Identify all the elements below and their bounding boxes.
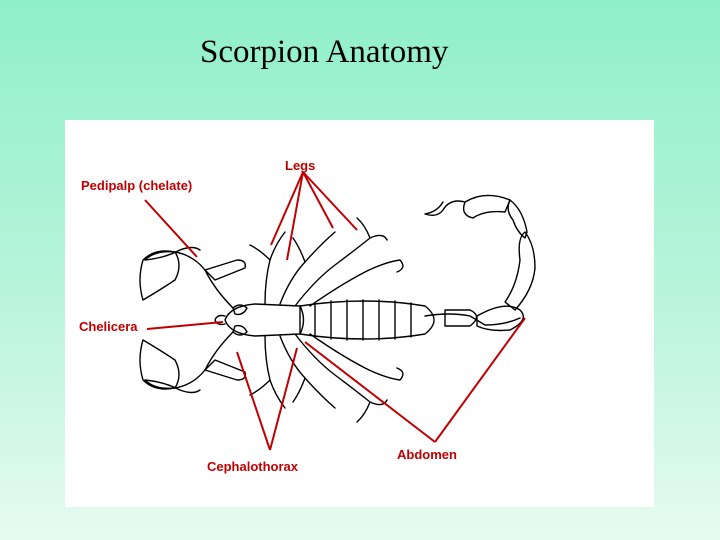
chelicera-shape	[214, 314, 226, 326]
legs-pointer-2	[286, 171, 304, 261]
pedipalp-upper	[144, 250, 234, 309]
cephalothorax-pointer-1	[236, 351, 271, 451]
label-pedipalp: Pedipalp (chelate)	[81, 178, 193, 193]
legs-pointer-3	[302, 171, 334, 229]
pedipalp-pointer	[144, 199, 198, 258]
abdomen-pointer-1	[304, 341, 436, 443]
leg-lower-1	[264, 335, 286, 409]
label-cephalothorax: Cephalothorax	[207, 459, 299, 474]
pedipalp-lower	[144, 331, 234, 390]
legs-pointer-4	[302, 171, 358, 231]
legs-pointer-1	[270, 171, 304, 246]
slide-title: Scorpion Anatomy	[200, 34, 449, 70]
chelicera-pointer	[146, 321, 224, 330]
cephalothorax-shape	[224, 303, 305, 337]
label-legs: Legs	[285, 158, 316, 173]
label-chelicera: Chelicera	[79, 319, 138, 334]
label-abdomen: Abdomen	[397, 447, 457, 462]
leg-upper-1	[264, 231, 286, 305]
abdomen-pointer-2	[434, 317, 526, 443]
cephalothorax-pointer-2	[269, 347, 298, 451]
pointer-lines	[144, 171, 526, 451]
abdomen-shape	[299, 300, 435, 340]
scorpion-drawing	[139, 171, 536, 451]
scorpion-diagram: Legs Pedipalp (chelate) Chelicera Cephal…	[65, 120, 654, 507]
